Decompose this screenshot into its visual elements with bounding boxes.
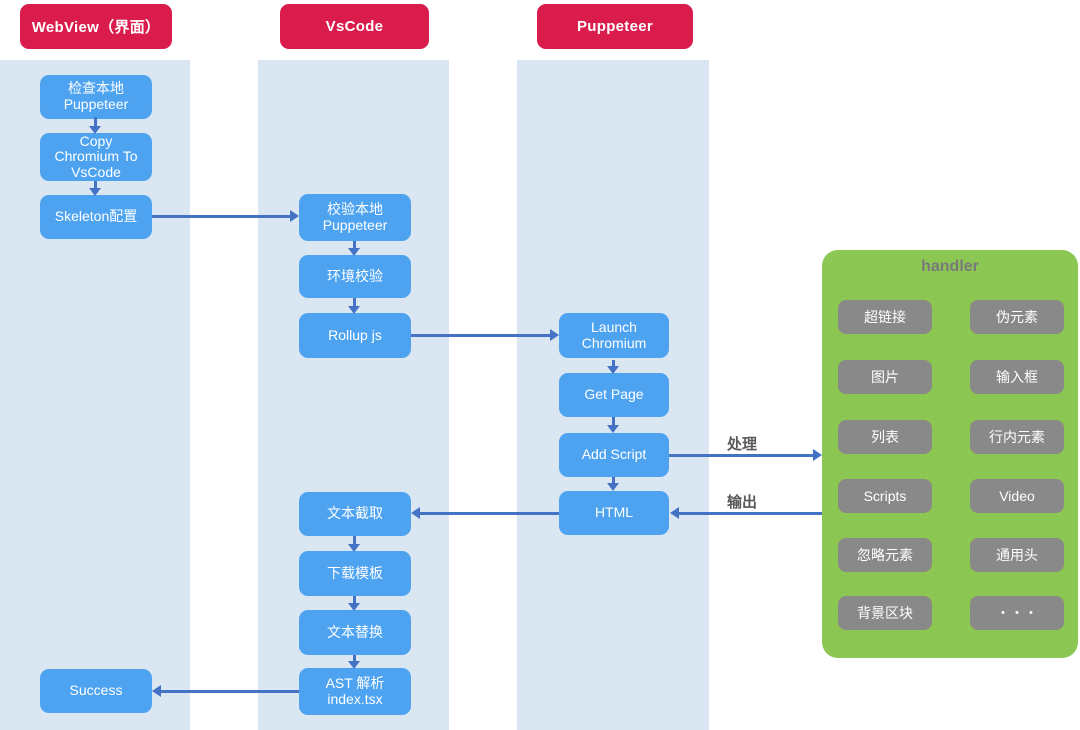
arrow-download-to-replace-head	[348, 603, 360, 611]
arrow-skeleton-to-verify-head	[290, 210, 299, 222]
node-check-local-puppeteer: 检查本地 Puppeteer	[40, 75, 152, 119]
lane-header-puppeteer-label: Puppeteer	[576, 18, 654, 35]
arrow-ast-to-success-head	[152, 685, 161, 697]
arrow-getpage-to-addscript-line	[612, 417, 615, 425]
handler-panel: handler 超链接 伪元素 图片 输入框 列表 行内元素 Scripts V…	[822, 250, 1078, 658]
arrow-launch-to-getpage-head	[607, 366, 619, 374]
node-download-template: 下载模板	[299, 551, 411, 596]
handler-item-ignored-element: 忽略元素	[838, 538, 932, 572]
arrow-replace-to-ast-line	[353, 655, 356, 661]
handler-item-background-block: 背景区块	[838, 596, 932, 630]
handler-panel-title: handler	[921, 258, 979, 275]
arrow-env-to-rollup-line	[353, 298, 356, 306]
node-copy-chromium-to-vscode: Copy Chromium To VsCode	[40, 133, 152, 181]
handler-item-list: 列表	[838, 420, 932, 454]
arrow-verify-to-env-head	[348, 248, 360, 256]
handler-item-input-box: 输入框	[970, 360, 1064, 394]
edge-label-output: 输出	[727, 494, 758, 511]
node-rollup-js: Rollup js	[299, 313, 411, 358]
arrow-addscript-to-handler-line	[669, 454, 813, 457]
arrow-copy-to-skeleton-line	[94, 181, 97, 188]
lane-header-vscode: VsCode	[280, 4, 429, 49]
arrow-html-to-extract-head	[411, 507, 420, 519]
arrow-addscript-to-html-line	[612, 477, 615, 483]
node-ast-parse-index-tsx: AST 解析 index.tsx	[299, 668, 411, 715]
arrow-html-to-extract-line	[420, 512, 559, 515]
node-html: HTML	[559, 491, 669, 535]
arrow-replace-to-ast-head	[348, 661, 360, 669]
node-skeleton-config: Skeleton配置	[40, 195, 152, 239]
arrow-rollup-to-launch-line	[411, 334, 550, 337]
handler-item-image: 图片	[838, 360, 932, 394]
handler-item-scripts: Scripts	[838, 479, 932, 513]
arrow-launch-to-getpage-line	[612, 360, 615, 366]
handler-item-video: Video	[970, 479, 1064, 513]
node-success: Success	[40, 669, 152, 713]
arrow-rollup-to-launch-head	[550, 329, 559, 341]
arrow-addscript-to-html-head	[607, 483, 619, 491]
node-add-script: Add Script	[559, 433, 669, 477]
arrow-getpage-to-addscript-head	[607, 425, 619, 433]
lane-header-webview: WebView（界面）	[20, 4, 172, 49]
arrow-addscript-to-handler-head	[813, 449, 822, 461]
arrow-handler-to-html-head	[670, 507, 679, 519]
node-env-check: 环境校验	[299, 255, 411, 298]
handler-item-hyperlink: 超链接	[838, 300, 932, 334]
node-get-page: Get Page	[559, 373, 669, 417]
arrow-handler-to-html-line	[679, 512, 822, 515]
arrow-ast-to-success-line	[161, 690, 299, 693]
node-launch-chromium: Launch Chromium	[559, 313, 669, 358]
arrow-check-to-copy-head	[89, 126, 101, 134]
edge-label-process: 处理	[727, 436, 758, 453]
handler-item-common-header: 通用头	[970, 538, 1064, 572]
arrow-verify-to-env-line	[353, 241, 356, 248]
node-verify-local-puppeteer: 校验本地 Puppeteer	[299, 194, 411, 241]
handler-item-inline-element: 行内元素	[970, 420, 1064, 454]
arrow-copy-to-skeleton-head	[89, 188, 101, 196]
arrow-extract-to-download-head	[348, 544, 360, 552]
lane-header-puppeteer: Puppeteer	[537, 4, 693, 49]
node-text-extract: 文本截取	[299, 492, 411, 536]
handler-item-pseudo-element: 伪元素	[970, 300, 1064, 334]
node-text-replace: 文本替换	[299, 610, 411, 655]
arrow-download-to-replace-line	[353, 596, 356, 603]
arrow-check-to-copy-line	[94, 117, 97, 126]
lane-header-webview-label: WebView（界面）	[31, 19, 161, 36]
arrow-skeleton-to-verify-line	[152, 215, 290, 218]
arrow-env-to-rollup-head	[348, 306, 360, 314]
handler-item-more-dots: ・・・	[970, 596, 1064, 630]
arrow-extract-to-download-line	[353, 536, 356, 544]
lane-header-vscode-label: VsCode	[325, 18, 384, 35]
